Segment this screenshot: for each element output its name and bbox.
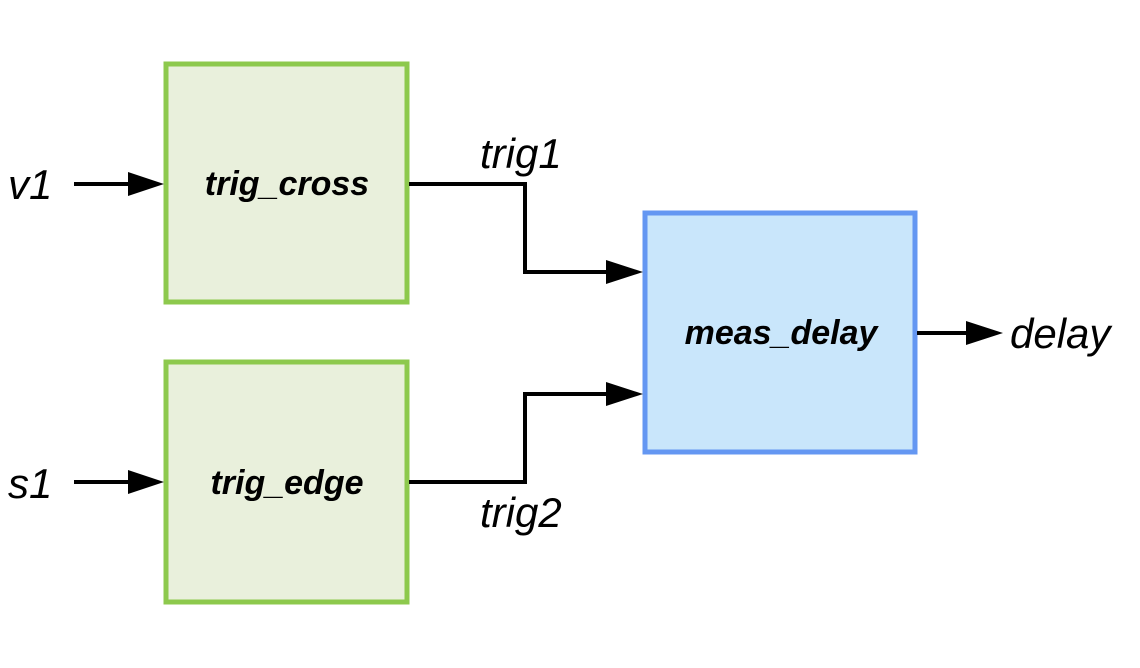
meas-delay-box: [642, 210, 918, 455]
trig-cross-label: trig_cross: [205, 165, 369, 203]
v1-label: v1: [8, 161, 52, 208]
trig-cross-box: [163, 61, 410, 305]
trig-edge-label: trig_edge: [210, 464, 363, 502]
trig-edge-box: [163, 359, 410, 605]
trig1-arrowhead: [606, 260, 643, 284]
s1-arrowhead: [128, 470, 164, 494]
trig2-arrowhead: [606, 382, 643, 406]
trig2-wire: [409, 392, 608, 484]
delay-output-connection: delay: [917, 310, 1113, 357]
trig-edge-block: trig_edge: [163, 359, 410, 605]
delay-arrowhead: [966, 321, 1003, 345]
trig1-label: trig1: [480, 130, 562, 177]
trig2-label: trig2: [480, 489, 562, 536]
meas-delay-block: meas_delay: [642, 210, 918, 455]
s1-input-connection: s1: [8, 460, 164, 507]
delay-label: delay: [1010, 310, 1113, 357]
v1-arrowhead: [128, 172, 164, 196]
meas-delay-label: meas_delay: [685, 314, 880, 352]
trig2-connection: trig2: [409, 382, 643, 536]
trig-cross-block: trig_cross: [163, 61, 410, 305]
trig1-wire: [409, 182, 608, 274]
s1-label: s1: [8, 460, 52, 507]
v1-input-connection: v1: [8, 161, 164, 208]
trig1-connection: trig1: [409, 130, 643, 284]
